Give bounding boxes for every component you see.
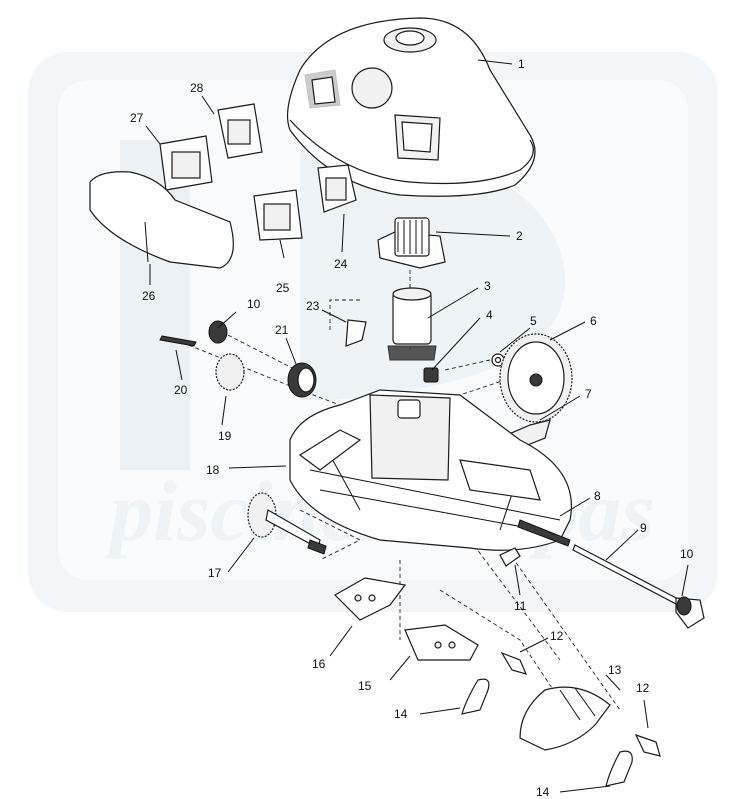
callout-9: 9 — [640, 521, 647, 535]
callout-4: 4 — [486, 308, 493, 322]
part-12-clip-b — [634, 733, 661, 757]
callout-16: 16 — [312, 657, 326, 671]
callout-17: 17 — [208, 566, 222, 580]
callout-11: 11 — [514, 599, 527, 613]
callout-23: 23 — [306, 299, 320, 313]
callout-28: 28 — [190, 81, 204, 95]
part-28-frame — [217, 103, 263, 159]
callout-2: 2 — [516, 229, 523, 243]
part-13-roller — [519, 686, 611, 751]
part-20-pin — [159, 335, 197, 347]
callout-3: 3 — [484, 279, 491, 293]
callout-10-left: 10 — [247, 297, 261, 311]
part-12-clip-a — [500, 651, 528, 675]
callout-10-right: 10 — [680, 547, 694, 561]
callout-18: 18 — [206, 463, 220, 477]
part-10-end-cap-right — [675, 596, 705, 629]
part-14-tab-a — [461, 678, 490, 715]
part-25-frame — [253, 189, 303, 241]
callout-19: 19 — [218, 429, 232, 443]
callout-20: 20 — [174, 383, 188, 397]
callout-12-a: 12 — [550, 629, 564, 643]
part-10-small-gear — [208, 320, 228, 344]
part-1-top-hood — [287, 17, 536, 197]
part-11-clip — [499, 547, 521, 567]
part-3-motor — [387, 287, 437, 361]
callout-1: 1 — [518, 57, 525, 71]
callout-26: 26 — [142, 289, 156, 303]
part-19-gear — [215, 353, 245, 391]
callout-14-b: 14 — [536, 785, 550, 799]
part-23-latch — [345, 319, 367, 347]
callout-27: 27 — [130, 111, 144, 125]
part-5-washer — [491, 353, 505, 367]
part-4-pinion — [423, 367, 439, 383]
callout-24: 24 — [334, 257, 348, 271]
part-21-wheel — [287, 362, 317, 398]
part-2-motor-mount — [377, 217, 446, 269]
callout-25: 25 — [276, 281, 290, 295]
callout-15: 15 — [358, 679, 372, 693]
callout-14-a: 14 — [394, 707, 408, 721]
part-24-frame — [317, 164, 357, 213]
part-27-frame — [159, 135, 213, 191]
part-15-plate — [404, 624, 479, 661]
part-8-axle-end — [517, 519, 571, 547]
callout-labels: 1 2 3 4 5 6 7 8 9 10 10 11 12 12 13 14 1… — [130, 57, 694, 799]
part-17-drive-shaft — [247, 492, 327, 555]
part-16-plate — [334, 577, 407, 621]
leader-lines — [145, 59, 689, 793]
callout-12-b: 12 — [636, 681, 650, 695]
callout-8: 8 — [594, 489, 601, 503]
callout-21: 21 — [275, 323, 289, 337]
callout-7: 7 — [585, 387, 592, 401]
part-18-chassis — [289, 389, 572, 551]
part-26-bumper — [89, 171, 234, 269]
callout-6: 6 — [590, 314, 597, 328]
callout-5: 5 — [530, 314, 537, 328]
part-14-tab-b — [605, 750, 633, 787]
callout-13: 13 — [608, 663, 622, 677]
part-6-large-gear — [499, 333, 573, 423]
